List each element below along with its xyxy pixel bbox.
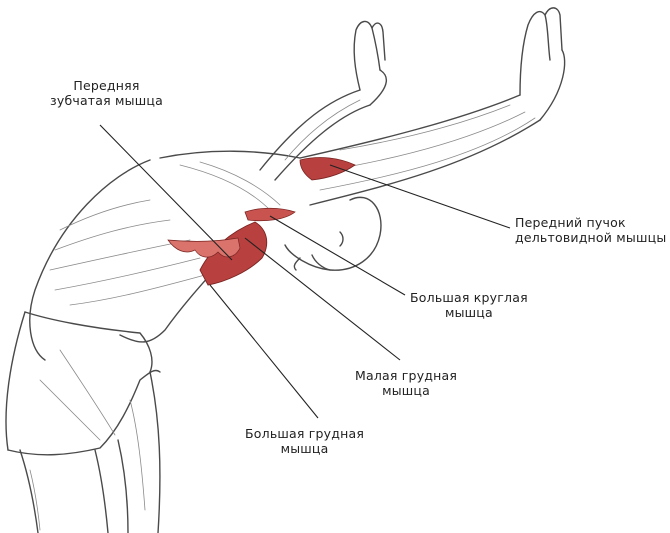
shading-strokes <box>29 99 536 531</box>
label-line: зубчатая мышца <box>50 93 163 108</box>
label-line: Большая грудная <box>245 426 365 441</box>
label-line: мышца <box>280 441 329 456</box>
body-outline <box>5 7 566 533</box>
label-line: мышца <box>382 383 430 398</box>
leader-deltoid <box>329 164 511 229</box>
serratus-anterior-muscle <box>167 237 241 258</box>
highlighted-muscles <box>167 157 356 286</box>
leader-teres <box>269 215 406 296</box>
anterior-deltoid-muscle <box>299 157 356 181</box>
label-line: Малая грудная <box>355 368 458 383</box>
label-line: дельтовидной мышцы <box>515 230 667 245</box>
label-line: Передний пучок <box>515 215 626 230</box>
label-pectoralis-minor: Малая грудная мышца <box>355 368 457 398</box>
label-line: мышца <box>444 305 493 320</box>
label-serratus-anterior: Передняя зубчатая мышца <box>50 78 163 108</box>
teres-major-muscle <box>244 207 296 222</box>
leader-pec-major <box>209 284 319 419</box>
leader-lines <box>99 124 511 419</box>
label-teres-major: Большая круглая мышца <box>410 290 528 320</box>
label-anterior-deltoid: Передний пучок дельтовидной мышцы <box>515 215 666 245</box>
label-line: Передняя <box>73 78 140 93</box>
leader-serratus <box>99 124 233 261</box>
label-line: Большая круглая <box>410 290 528 305</box>
label-pectoralis-major: Большая грудная мышца <box>245 426 364 456</box>
leader-pec-minor <box>244 237 401 361</box>
